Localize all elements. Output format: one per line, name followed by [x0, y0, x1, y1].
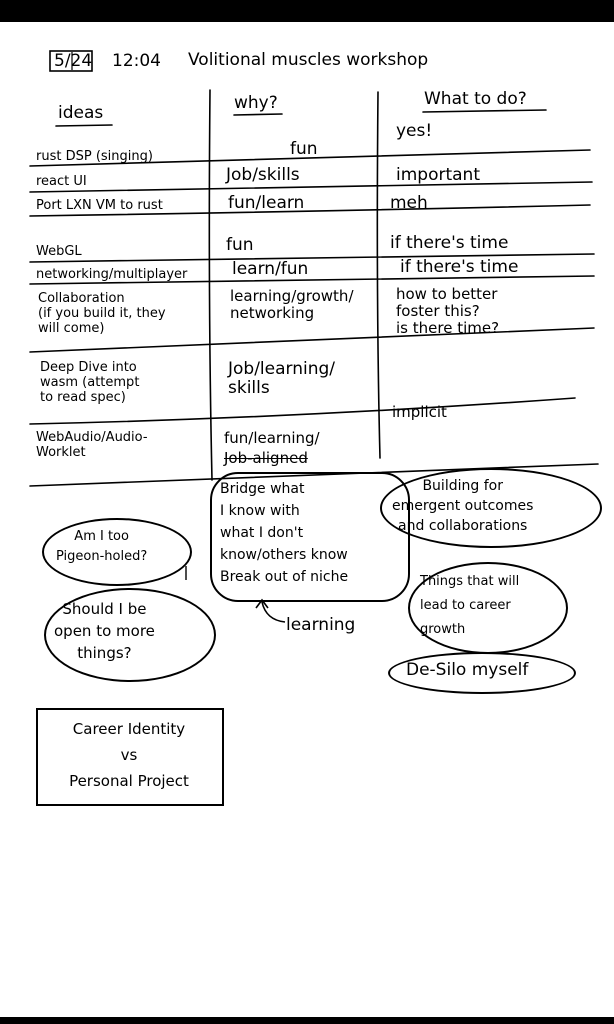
identity-note: Career Identity vs Personal Project: [69, 720, 189, 790]
pigeon-note: Am I too Pigeon-holed?: [56, 529, 148, 564]
identity-box-outline: [36, 708, 224, 806]
what-cell: yes!: [396, 121, 433, 141]
why-cell: fun: [290, 139, 318, 159]
what-cell: implicit: [392, 403, 447, 421]
idea-cell: Deep Dive into wasm (attempt to read spe…: [40, 360, 140, 405]
why-cell: fun: [226, 235, 254, 255]
desilo-note: De-Silo myself: [406, 660, 529, 680]
desilo-note-outline: [388, 652, 576, 694]
bridge-note: Bridge what I know with what I don't kno…: [220, 481, 349, 585]
header-date: 5/24: [54, 51, 93, 71]
what-cell: important: [396, 165, 480, 185]
idea-cell: networking/multiplayer: [36, 267, 188, 282]
why-cell: fun/learning/: [224, 429, 320, 447]
idea-cell: react UI: [36, 174, 87, 189]
why-cell: Job/skills: [226, 165, 300, 185]
bottom-black-bar: [0, 1017, 614, 1024]
why-cell: Job/learning/ skills: [228, 359, 336, 398]
why-cell: learn/fun: [232, 259, 309, 279]
learning-label: learning: [286, 615, 356, 635]
why-cell: fun/learn: [228, 193, 305, 213]
column-header-what-to-do: What to do?: [424, 89, 527, 109]
idea-cell: Collaboration (if you build it, they wil…: [38, 291, 166, 336]
what-cell: meh: [390, 193, 428, 213]
column-header-ideas: ideas: [58, 103, 104, 123]
why-cell: learning/growth/ networking: [230, 287, 354, 322]
emergent-note-outline: [380, 468, 602, 548]
idea-cell: WebAudio/Audio- Worklet: [36, 430, 148, 460]
column-header-why: why?: [234, 93, 278, 113]
header-time: 12:04: [112, 51, 161, 71]
open-note: Should I be open to more things?: [54, 600, 155, 662]
idea-cell: WebGL: [36, 244, 82, 259]
open-note-outline: [44, 588, 216, 682]
career-note: Things that will lead to career growth: [420, 574, 520, 637]
what-cell: how to better foster this? is there time…: [396, 285, 500, 337]
top-black-bar: [0, 0, 614, 22]
emergent-note: Building for emergent outcomes and colla…: [392, 478, 534, 534]
pigeon-note-outline: [42, 518, 192, 586]
why-cell-struck: Job-aligned: [224, 449, 308, 467]
bridge-note-outline: [210, 472, 410, 602]
what-cell: if there's time: [400, 257, 519, 277]
idea-cell: rust DSP (singing): [36, 149, 153, 164]
header-title: Volitional muscles workshop: [188, 50, 429, 70]
what-cell: if there's time: [390, 233, 509, 253]
idea-cell: Port LXN VM to rust: [36, 198, 163, 213]
